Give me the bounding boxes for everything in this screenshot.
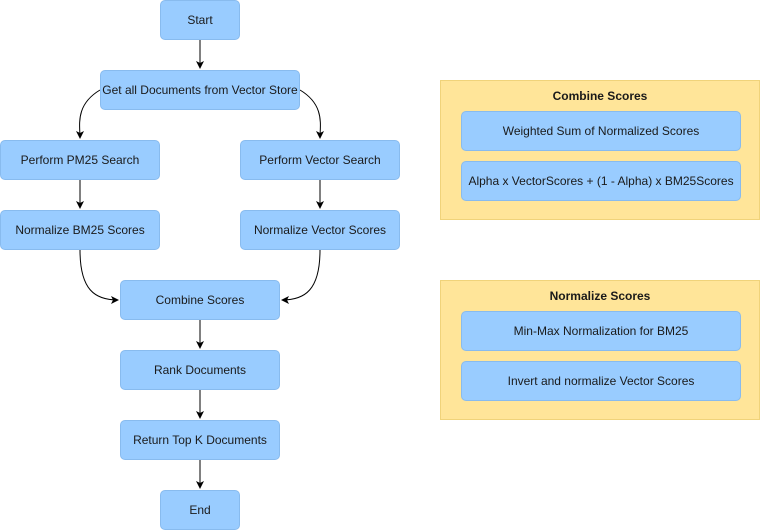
return-top-k-node: Return Top K Documents xyxy=(120,420,280,460)
start-node: Start xyxy=(160,0,240,40)
combine-scores-panel: Combine Scores Weighted Sum of Normalize… xyxy=(440,80,760,220)
combine-scores-node: Combine Scores xyxy=(120,280,280,320)
edge-get-docs-to-pm25 xyxy=(75,89,101,139)
edge-get-docs-to-vector xyxy=(299,89,325,139)
normalize-scores-panel-title: Normalize Scores xyxy=(549,289,651,303)
normalize-bm25-node: Normalize BM25 Scores xyxy=(0,210,160,250)
alpha-formula-item: Alpha x VectorScores + (1 - Alpha) x BM2… xyxy=(461,161,741,201)
pm25-search-node: Perform PM25 Search xyxy=(0,140,160,180)
edge-normalize-vector-to-combine xyxy=(281,249,321,304)
end-node: End xyxy=(160,490,240,530)
get-documents-node: Get all Documents from Vector Store xyxy=(100,70,300,110)
normalize-scores-panel: Normalize Scores Min-Max Normalization f… xyxy=(440,280,760,420)
normalize-vector-node: Normalize Vector Scores xyxy=(240,210,400,250)
combine-scores-panel-title: Combine Scores xyxy=(552,89,648,103)
invert-normalize-item: Invert and normalize Vector Scores xyxy=(461,361,741,401)
min-max-item: Min-Max Normalization for BM25 xyxy=(461,311,741,351)
rank-documents-node: Rank Documents xyxy=(120,350,280,390)
edge-normalize-bm25-to-combine xyxy=(79,249,119,304)
vector-search-node: Perform Vector Search xyxy=(240,140,400,180)
weighted-sum-item: Weighted Sum of Normalized Scores xyxy=(461,111,741,151)
